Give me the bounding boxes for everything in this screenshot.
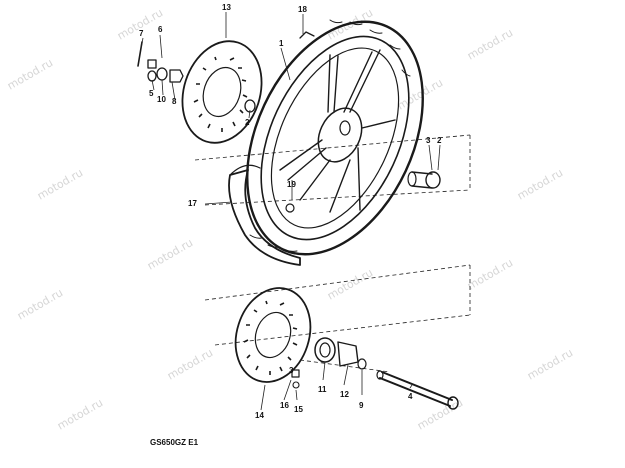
watermark-text: motod.ru xyxy=(35,166,85,202)
fasteners-lower xyxy=(291,337,367,389)
callout-3: 3 xyxy=(426,136,431,145)
callout-4: 4 xyxy=(408,392,413,401)
fender xyxy=(228,164,301,266)
callout-18: 18 xyxy=(298,5,307,14)
callout-7: 7 xyxy=(139,29,144,38)
watermark-text: motod.ru xyxy=(525,346,575,382)
axle-spacers-right xyxy=(407,171,441,189)
callout-2b: 2 xyxy=(245,118,250,127)
callout-19: 19 xyxy=(287,180,296,189)
watermark-text: motod.ru xyxy=(55,396,105,432)
callout-leader-lines xyxy=(140,12,441,411)
drawing-code: GS650GZ E1 xyxy=(150,438,199,447)
watermark-text: motod.ru xyxy=(465,256,515,292)
callout-5: 5 xyxy=(149,89,154,98)
watermark-text: motod.ru xyxy=(465,26,515,62)
callout-12: 12 xyxy=(340,390,349,399)
front-axle xyxy=(376,370,459,410)
wheel-tire xyxy=(246,19,424,256)
callout-15: 15 xyxy=(294,405,303,414)
watermark-text: motod.ru xyxy=(165,346,215,382)
watermark-text: motod.ru xyxy=(325,266,375,302)
callout-16: 16 xyxy=(280,401,289,410)
brake-disc-lower xyxy=(234,287,312,383)
callout-11: 11 xyxy=(318,385,327,394)
callout-1: 1 xyxy=(279,39,284,48)
callout-2: 2 xyxy=(437,136,442,145)
callout-17: 17 xyxy=(188,199,197,208)
callout-14: 14 xyxy=(255,411,264,420)
callout-9: 9 xyxy=(359,401,364,410)
callout-13: 13 xyxy=(222,3,231,12)
brake-disc-upper xyxy=(181,40,263,144)
callout-6: 6 xyxy=(158,25,163,34)
watermark-text: motod.ru xyxy=(5,56,55,92)
callout-labels: 13 1 18 6 7 5 10 8 2 3 2 17 19 14 16 15 … xyxy=(139,3,442,420)
callout-3-lower: 3 xyxy=(289,366,294,375)
watermark-text: motod.ru xyxy=(515,166,565,202)
wheel-hub-spokes xyxy=(279,49,396,213)
callout-10: 10 xyxy=(157,95,166,104)
callout-8: 8 xyxy=(172,97,177,106)
watermark-text: motod.ru xyxy=(145,236,195,272)
watermark-text: motod.ru xyxy=(15,286,65,322)
watermark-text: motod.ru xyxy=(395,76,445,112)
